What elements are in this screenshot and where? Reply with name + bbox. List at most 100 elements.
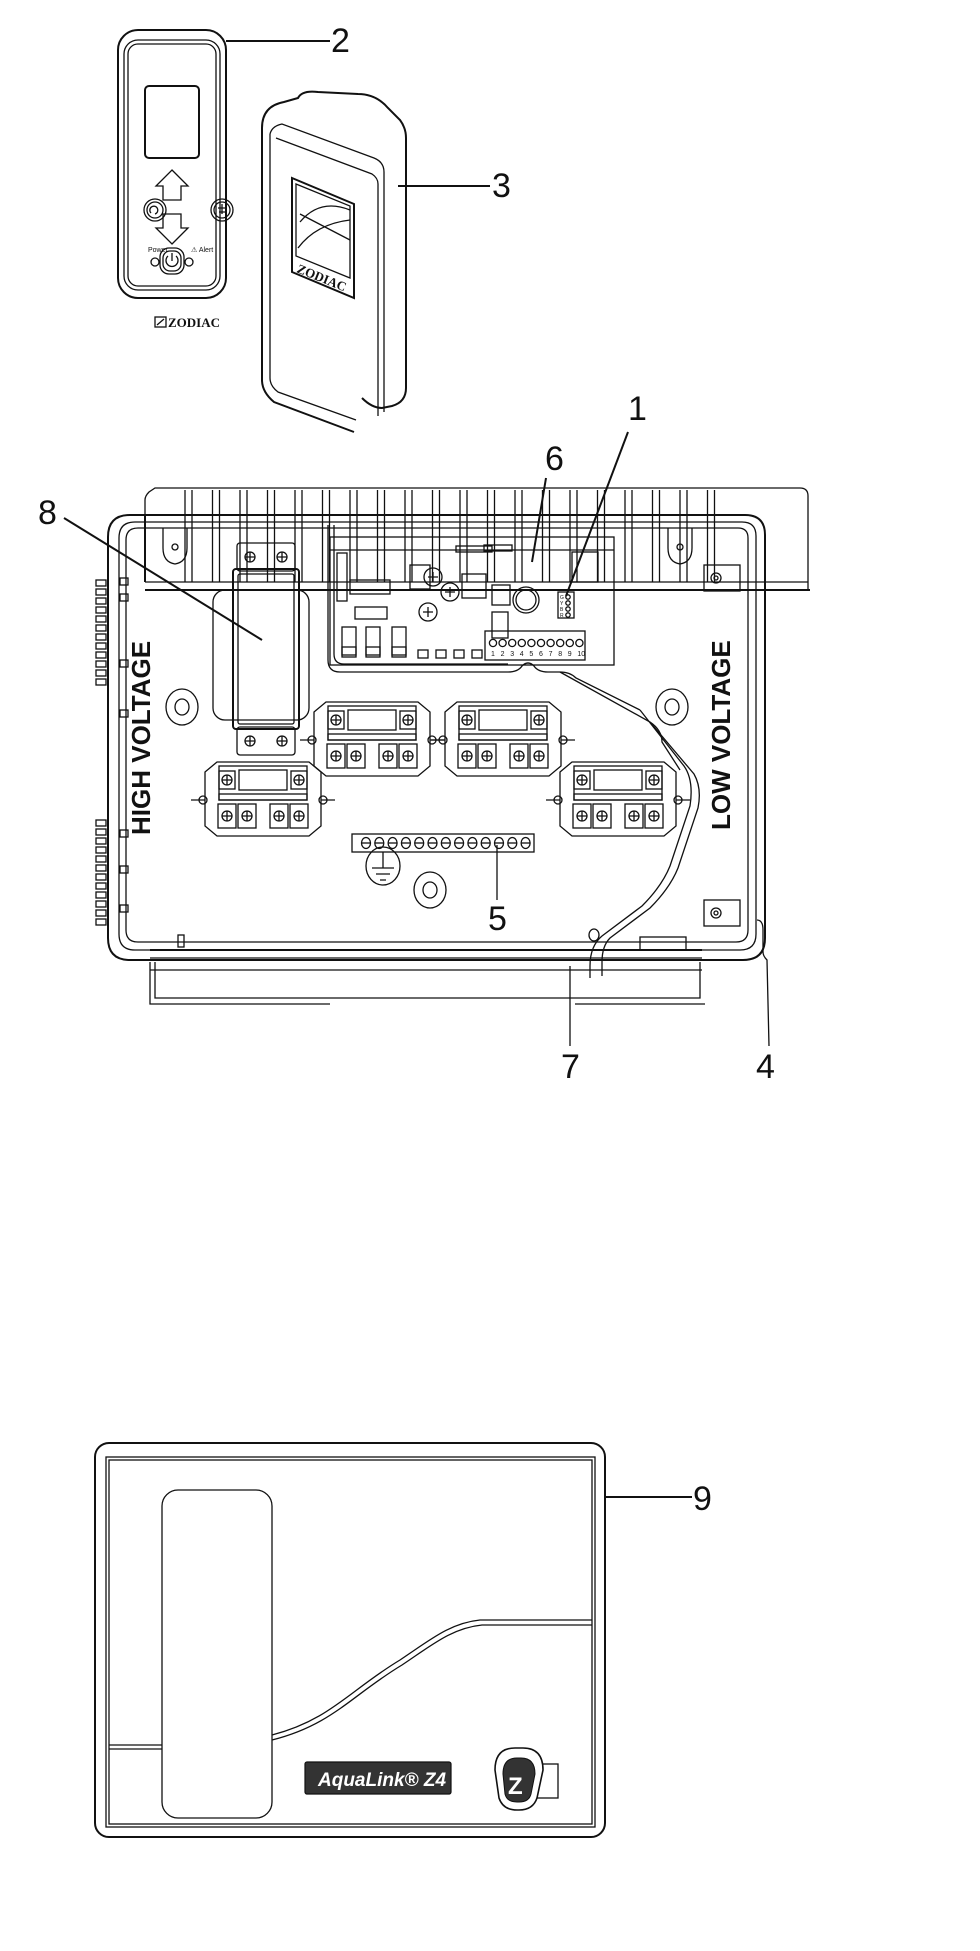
pcb-terminal-screw xyxy=(546,638,555,648)
remote-unit: Power ⚠ Alert ZODIAC xyxy=(117,29,234,330)
fin xyxy=(349,490,358,582)
callout-6: 6 xyxy=(545,440,564,478)
pcb-terminal-strip xyxy=(484,630,586,661)
fin xyxy=(239,490,248,582)
screw-terminal xyxy=(457,743,477,769)
pcb-pin-label: G xyxy=(560,595,564,601)
screw-terminal xyxy=(573,770,591,790)
screw-terminal xyxy=(399,710,417,730)
zodiac-logo-icon xyxy=(154,316,167,328)
pcb-terminal-screw xyxy=(488,638,498,648)
ground-bar-screw xyxy=(467,836,478,850)
ground-bar-screw xyxy=(480,836,491,850)
latch-tooth xyxy=(95,597,107,605)
latch-tooth xyxy=(95,624,107,632)
ground-bar-screw xyxy=(520,836,531,850)
mount-tab-right xyxy=(667,528,693,565)
latch-tooth xyxy=(95,900,107,908)
pcb-terminal-screw xyxy=(565,638,575,648)
side-clip xyxy=(119,593,129,602)
latch-tooth xyxy=(95,882,107,890)
pcb-terminal-number: 7 xyxy=(549,651,553,658)
remote-cover: ZODIAC xyxy=(261,89,407,433)
screw-terminal xyxy=(326,743,346,769)
screw-terminal xyxy=(624,803,644,829)
callout-2: 2 xyxy=(331,22,350,60)
up-arrow-icon xyxy=(154,169,190,201)
latch-tooth xyxy=(95,579,107,587)
terminal-block xyxy=(191,761,335,837)
callout-9: 9 xyxy=(693,1480,712,1518)
screw-terminal xyxy=(572,803,592,829)
alert-led xyxy=(184,257,194,267)
knockout-right xyxy=(655,688,689,726)
latch-tooth xyxy=(95,846,107,854)
power-icon[interactable] xyxy=(159,247,185,275)
fin xyxy=(184,490,193,582)
latch-tooth xyxy=(95,855,107,863)
screw-terminal xyxy=(644,803,664,829)
z-logo-icon: Z xyxy=(508,1773,523,1800)
side-clip xyxy=(119,904,129,913)
pcb-pin xyxy=(565,594,571,600)
fin xyxy=(624,490,633,582)
latch-tooth xyxy=(95,606,107,614)
ground-bar xyxy=(351,833,535,853)
fin xyxy=(706,490,716,582)
light-icon xyxy=(210,198,234,222)
fin xyxy=(211,490,221,582)
ground-bar-screw xyxy=(427,836,438,850)
pcb-pin xyxy=(565,606,571,612)
fin xyxy=(541,490,551,582)
fin xyxy=(431,490,441,582)
pcb-terminal-number: 2 xyxy=(501,651,505,658)
down-arrow-icon xyxy=(154,213,190,245)
latch-tooth xyxy=(95,819,107,827)
ground-bar-screw xyxy=(387,836,398,850)
fin xyxy=(266,490,276,582)
ground-bar-screw xyxy=(493,836,505,850)
screw-terminal xyxy=(477,743,497,769)
screw-terminal xyxy=(398,743,418,769)
latch-tooth xyxy=(95,669,107,677)
callout-7: 7 xyxy=(561,1048,580,1086)
side-clip xyxy=(119,829,129,838)
pcb-terminal-number: 3 xyxy=(510,651,514,658)
screw-terminal xyxy=(290,770,308,790)
pcb-terminal-screw xyxy=(517,638,527,648)
latch-tooth xyxy=(95,918,107,926)
fin xyxy=(679,490,688,582)
latch-tooth xyxy=(95,873,107,881)
low-voltage-label: LOW VOLTAGE xyxy=(706,640,736,830)
pcb-pin-label: B xyxy=(560,607,564,613)
fin xyxy=(376,490,386,582)
screw-terminal xyxy=(346,743,366,769)
callout-3: 3 xyxy=(492,167,511,205)
pcb-terminal-screw xyxy=(575,638,584,648)
latch-tooth xyxy=(95,909,107,917)
pcb-pin-label: R xyxy=(560,613,564,619)
pcb-terminal-screw xyxy=(536,638,546,648)
ground-symbol-icon xyxy=(365,846,401,886)
screw-terminal xyxy=(269,803,289,829)
fin xyxy=(651,490,661,582)
callout-8: 8 xyxy=(38,494,57,532)
pcb-terminal-screw xyxy=(555,638,565,648)
callout-5: 5 xyxy=(488,900,507,938)
screw-terminal xyxy=(458,710,476,730)
pcb-pin xyxy=(565,612,571,618)
back-arrow-icon xyxy=(143,198,167,222)
power-label: Power xyxy=(148,247,169,254)
callout-line-8 xyxy=(63,517,263,641)
alert-label: ⚠ Alert xyxy=(191,246,213,254)
front-cover: AquaLink® Z4 Z xyxy=(94,1442,606,1838)
callout-4: 4 xyxy=(756,1048,775,1086)
side-clip xyxy=(119,709,129,718)
ground-bar-screw xyxy=(440,836,451,850)
screw-terminal xyxy=(217,803,237,829)
mount-tab-left xyxy=(162,528,188,565)
latch-tooth xyxy=(95,864,107,872)
remote-window xyxy=(161,1489,273,1819)
enclosure-fins xyxy=(144,487,809,590)
